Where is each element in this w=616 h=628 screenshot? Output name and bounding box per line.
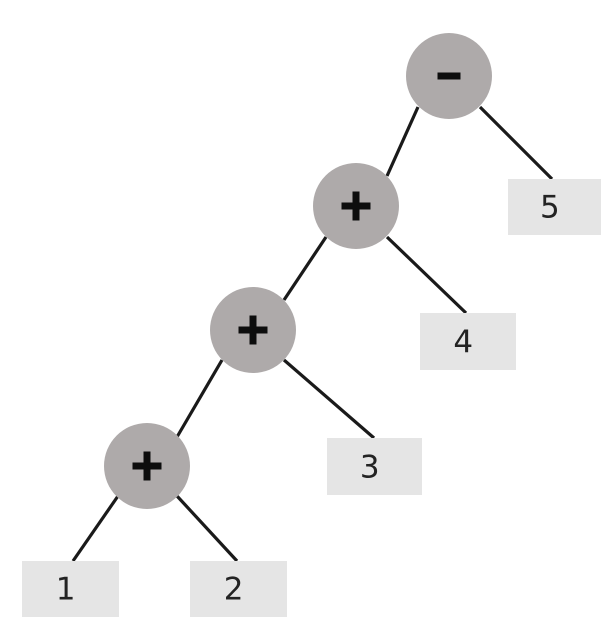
- leaf-label: 5: [540, 190, 560, 226]
- tree-edge: [175, 494, 239, 563]
- tree-node[interactable]: [210, 287, 296, 373]
- leaf-box: [22, 561, 119, 617]
- plus-icon: [352, 191, 360, 221]
- tree-edge: [478, 105, 554, 181]
- leaf-box: [190, 561, 287, 617]
- minus-icon: [437, 72, 461, 80]
- plus-icon: [143, 451, 151, 481]
- tree-edge: [385, 235, 468, 315]
- tree-edge: [282, 358, 376, 440]
- tree-node[interactable]: [406, 33, 492, 119]
- tree-edge: [282, 236, 328, 301]
- tree-leaf[interactable]: 3: [327, 438, 422, 495]
- tree-leaf[interactable]: 5: [508, 179, 601, 235]
- leaf-label: 3: [360, 449, 380, 485]
- leaf-label: 2: [224, 572, 244, 608]
- leaf-box: [327, 438, 422, 495]
- plus-icon: [249, 315, 257, 345]
- tree-edge: [385, 106, 420, 177]
- leaf-box: [508, 179, 601, 235]
- tree-leaf[interactable]: 1: [22, 561, 119, 617]
- leaves-layer: 5 4 3 1 2: [22, 179, 601, 617]
- edges-layer: [71, 105, 554, 563]
- tree-node[interactable]: [104, 423, 190, 509]
- tree-edge: [175, 359, 224, 438]
- leaf-label: 1: [56, 572, 76, 608]
- leaf-box: [420, 313, 516, 370]
- tree-node[interactable]: [313, 163, 399, 249]
- leaf-label: 4: [453, 324, 473, 360]
- tree-edge: [71, 495, 120, 562]
- nodes-layer: [104, 33, 492, 509]
- tree-leaf[interactable]: 4: [420, 313, 516, 370]
- tree-leaf[interactable]: 2: [190, 561, 287, 617]
